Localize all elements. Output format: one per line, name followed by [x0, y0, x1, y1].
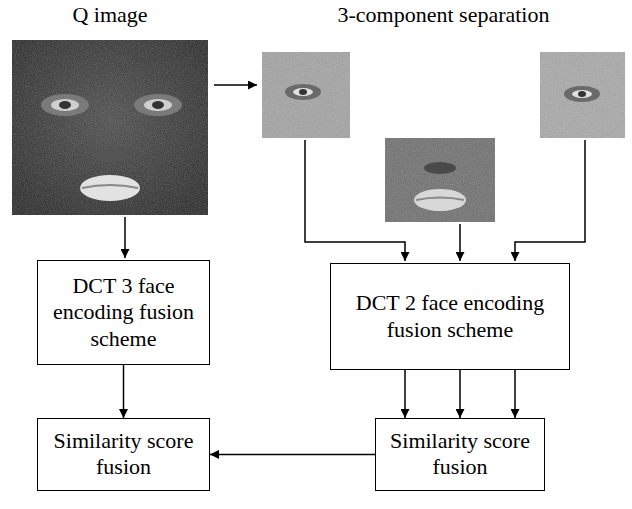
image-heading: 3-component separation [262, 2, 625, 27]
process-box: DCT 2 face encoding fusion scheme [330, 263, 570, 370]
flow-arrow [459, 370, 461, 418]
flow-arrow [514, 370, 516, 418]
box-label: Similarity score fusion [376, 422, 544, 487]
box-label: Similarity score fusion [38, 422, 209, 487]
right-eye-component [540, 52, 625, 138]
flow-arrow [123, 365, 125, 418]
image-arrows [125, 85, 585, 261]
flow-arrow [210, 454, 375, 456]
box-label: DCT 3 face encoding fusion scheme [38, 267, 209, 358]
process-box: Similarity score fusion [37, 418, 210, 491]
flow-arrow [404, 370, 406, 418]
left-eye-component [262, 52, 350, 138]
process-box: DCT 3 face encoding fusion scheme [37, 260, 210, 365]
mouth-component [385, 138, 495, 222]
image-heading: Q image [12, 2, 208, 27]
process-box: Similarity score fusion [375, 418, 545, 491]
box-label: DCT 2 face encoding fusion scheme [331, 284, 569, 349]
q-face-image [12, 40, 208, 215]
